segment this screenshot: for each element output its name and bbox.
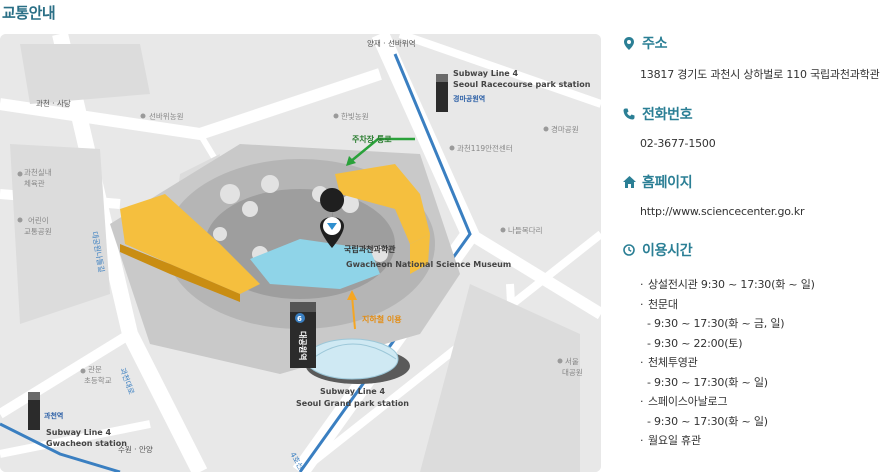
label-gyeongma-park: 경마공원 bbox=[551, 124, 579, 134]
label-station-left-line: Subway Line 4 bbox=[46, 428, 111, 437]
label-suwon-anyang: 수원 · 안양 bbox=[118, 444, 153, 454]
landmark-dots bbox=[17, 113, 563, 374]
info-panel: 주소 13817 경기도 과천시 상하벌로 110 국립과천과학관 전화번호 0… bbox=[622, 32, 890, 451]
label-hanbit-farm: 한빛농원 bbox=[341, 111, 369, 121]
phone-title: 전화번호 bbox=[642, 107, 693, 123]
label-museum-kr: 국립과천과학관 bbox=[344, 244, 396, 254]
subway-line-4-west bbox=[0, 422, 121, 472]
parking-route-arrow bbox=[349, 137, 415, 163]
parking-arrow-head bbox=[346, 156, 356, 166]
phone-heading: 전화번호 bbox=[622, 103, 890, 125]
label-gym-1: 과천실내 bbox=[24, 167, 52, 177]
hours-heading: 이용시간 bbox=[622, 239, 890, 261]
label-station-top-line: Subway Line 4 bbox=[453, 69, 518, 78]
museum-building bbox=[250, 239, 380, 289]
building-east bbox=[335, 164, 430, 244]
hours-subitem: 9:30 ~ 17:30(화 ~ 일) bbox=[640, 373, 890, 393]
building-west-side bbox=[120, 244, 240, 302]
label-station-top-sign: 경마공원역 bbox=[453, 94, 485, 103]
hours-subitem: 9:30 ~ 17:30(화 ~ 금, 일) bbox=[640, 314, 890, 334]
label-station-mid-line: Subway Line 4 bbox=[320, 387, 385, 396]
hours-item: 천문대 bbox=[640, 295, 890, 315]
label-station-left-name: Gwacheon station bbox=[46, 439, 127, 448]
label-seoul-1: 서울 bbox=[565, 357, 579, 366]
label-nadeul: 나들목다리 bbox=[508, 226, 543, 235]
hours-item: 스페이스아날로그 bbox=[640, 392, 890, 412]
building-east-lower bbox=[410, 234, 430, 274]
hours-item: 월요일 휴관 bbox=[640, 431, 890, 451]
label-seonbawi-farm: 선바위농원 bbox=[149, 111, 184, 121]
dome-glass-ribs bbox=[311, 343, 397, 360]
address-heading: 주소 bbox=[622, 32, 890, 54]
label-gwanmun-2: 초등학교 bbox=[84, 375, 112, 385]
label-yangjae: 양재 · 선바위역 bbox=[367, 38, 416, 48]
hours-list: 상설전시관 9:30 ~ 17:30(화 ~ 일) 천문대 9:30 ~ 17:… bbox=[622, 275, 890, 451]
hours-item: 상설전시관 9:30 ~ 17:30(화 ~ 일) bbox=[640, 275, 890, 295]
label-station-mid-name: Seoul Grand park station bbox=[296, 399, 409, 408]
homepage-link[interactable]: http://www.sciencecenter.go.kr bbox=[640, 205, 805, 218]
phone-text: 02-3677-1500 bbox=[640, 137, 716, 150]
address-text: 13817 경기도 과천시 상하벌로 110 국립과천과학관 bbox=[640, 68, 880, 81]
station-sign-racecourse bbox=[436, 74, 448, 112]
map-svg: 양재 · 선바위역 과천 · 사당 선바위농원 한빛농원 경마공원 과천119안… bbox=[0, 34, 601, 472]
hours-subitem: 9:30 ~ 17:30(화 ~ 일) bbox=[640, 412, 890, 432]
homepage-heading: 홈페이지 bbox=[622, 171, 890, 193]
station-sign-gwacheon bbox=[28, 392, 40, 430]
label-station-top-name: Seoul Racecourse park station bbox=[453, 80, 591, 89]
homepage-title: 홈페이지 bbox=[642, 175, 693, 191]
label-fire-center: 과천119안전센터 bbox=[457, 143, 513, 153]
label-station-mid-num: 6 bbox=[297, 315, 302, 323]
clock-icon bbox=[622, 243, 636, 257]
label-gwacheon-sadang: 과천 · 사당 bbox=[36, 98, 71, 108]
hours-subitem: 9:30 ~ 22:00(토) bbox=[640, 334, 890, 354]
home-icon bbox=[622, 175, 636, 189]
location-pin bbox=[320, 188, 345, 248]
underground-arrow-head bbox=[347, 290, 357, 300]
label-gym-2: 체육관 bbox=[24, 178, 45, 188]
label-underground: 지하철 이용 bbox=[362, 314, 402, 324]
hours-title: 이용시간 bbox=[642, 243, 693, 259]
subway-line-4 bbox=[298, 53, 472, 472]
label-station-mid-sign: 대공원역 bbox=[298, 331, 308, 360]
hours-item: 천체투영관 bbox=[640, 353, 890, 373]
address-title: 주소 bbox=[642, 36, 668, 52]
dome-glass bbox=[305, 338, 399, 380]
location-pin-icon bbox=[622, 36, 636, 50]
underground-arrow bbox=[351, 295, 356, 330]
label-eorini-2: 교통공원 bbox=[24, 227, 52, 236]
location-map: 양재 · 선바위역 과천 · 사당 선바위농원 한빛농원 경마공원 과천119안… bbox=[0, 34, 601, 472]
label-museum-en: Gwacheon National Science Museum bbox=[346, 260, 511, 269]
label-gwanmun-1: 관문 bbox=[88, 364, 102, 374]
label-parking-route: 주차장 통로 bbox=[352, 134, 392, 144]
label-eorini-1: 어린이 bbox=[28, 215, 49, 225]
station-sign-grandpark bbox=[290, 302, 316, 368]
building-west bbox=[120, 194, 260, 294]
page-title: 교통안내 bbox=[2, 4, 56, 22]
label-station-left-sign: 과천역 bbox=[44, 411, 63, 420]
label-seoul-2: 대공원 bbox=[562, 368, 583, 377]
phone-icon bbox=[622, 107, 636, 121]
